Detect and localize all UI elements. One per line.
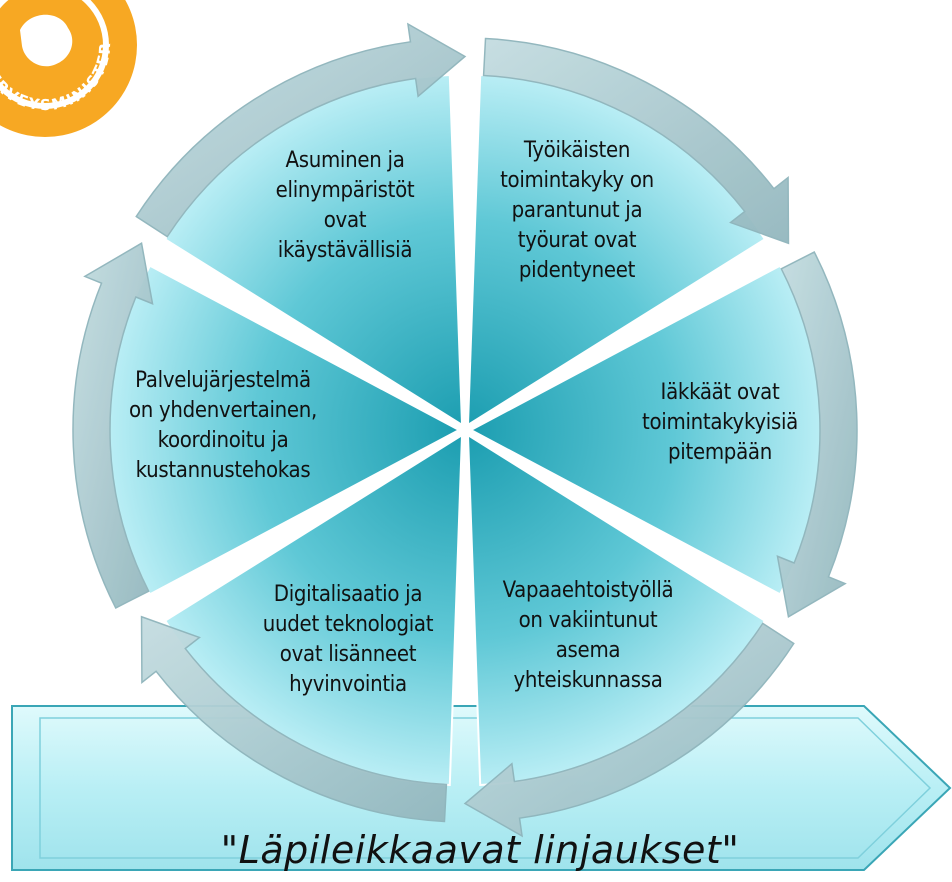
- segment-label-top-right: Työikäisten toimintakyky on parantunut ja t…: [492, 136, 662, 286]
- segment-label-bottom-right: Vapaaehtoistyöllä on vakiintunut asema yhte…: [488, 576, 688, 696]
- segment-label-bottom-left: Digitalisaatio ja uudet teknologiat ovat l…: [248, 580, 448, 700]
- segment-line: parantunut ja: [511, 198, 643, 223]
- segment-line: pitempään: [668, 440, 772, 465]
- segment-line: hyvinvointia: [289, 672, 407, 697]
- segment-line: koordinoitu ja: [157, 428, 289, 453]
- segment-label-left: Palvelujärjestelmä on yhdenvertainen, koor…: [108, 366, 338, 486]
- cycle-arrow-bottom-left: [140, 615, 448, 823]
- segment-line: asema: [555, 638, 621, 663]
- footer-title: "Läpileikkaavat linjaukset": [220, 828, 740, 872]
- segment-line: Iäkkäät ovat: [660, 380, 780, 405]
- segment-line: toimintakyky on: [500, 168, 654, 193]
- segment-line: työurat ovat: [517, 228, 637, 253]
- segment-line: uudet teknologiat: [262, 612, 434, 637]
- segment-line: kustannustehokas: [135, 458, 311, 483]
- segment-line: Palvelujärjestelmä: [135, 368, 311, 393]
- segment-line: elinympäristöt: [275, 178, 415, 203]
- segment-line: Asuminen ja: [285, 148, 405, 173]
- segment-line: ovat: [323, 208, 367, 233]
- cycle-arrow-top-right: [482, 37, 790, 245]
- segment-line: ikäystävällisiä: [277, 238, 413, 263]
- segment-line: on vakiintunut: [518, 608, 658, 633]
- segment-line: Vapaaehtoistyöllä: [502, 578, 674, 603]
- segment-line: Työikäisten: [523, 138, 631, 163]
- segment-label-top-left: Asuminen ja elinympäristöt ovat ikäystäväll…: [250, 146, 440, 266]
- cycle-arrow-right: [776, 251, 858, 618]
- cycle-arrow-top-left: [135, 22, 467, 238]
- segment-line: toimintakykyisiä: [642, 410, 798, 435]
- cycle-arrow-bottom-right: [463, 622, 795, 838]
- segment-line: Digitalisaatio ja: [273, 582, 423, 607]
- ministry-logo: TERVEYSMINISTERIÖ: [0, 0, 137, 137]
- segment-line: yhteiskunnassa: [513, 668, 663, 693]
- segment-label-right: Iäkkäät ovat toimintakykyisiä pitempään: [620, 378, 820, 468]
- segment-line: on yhdenvertainen,: [128, 398, 318, 423]
- segment-line: pidentyneet: [518, 258, 636, 283]
- cycle-arrow-left: [72, 242, 154, 609]
- segment-line: ovat lisänneet: [279, 642, 417, 667]
